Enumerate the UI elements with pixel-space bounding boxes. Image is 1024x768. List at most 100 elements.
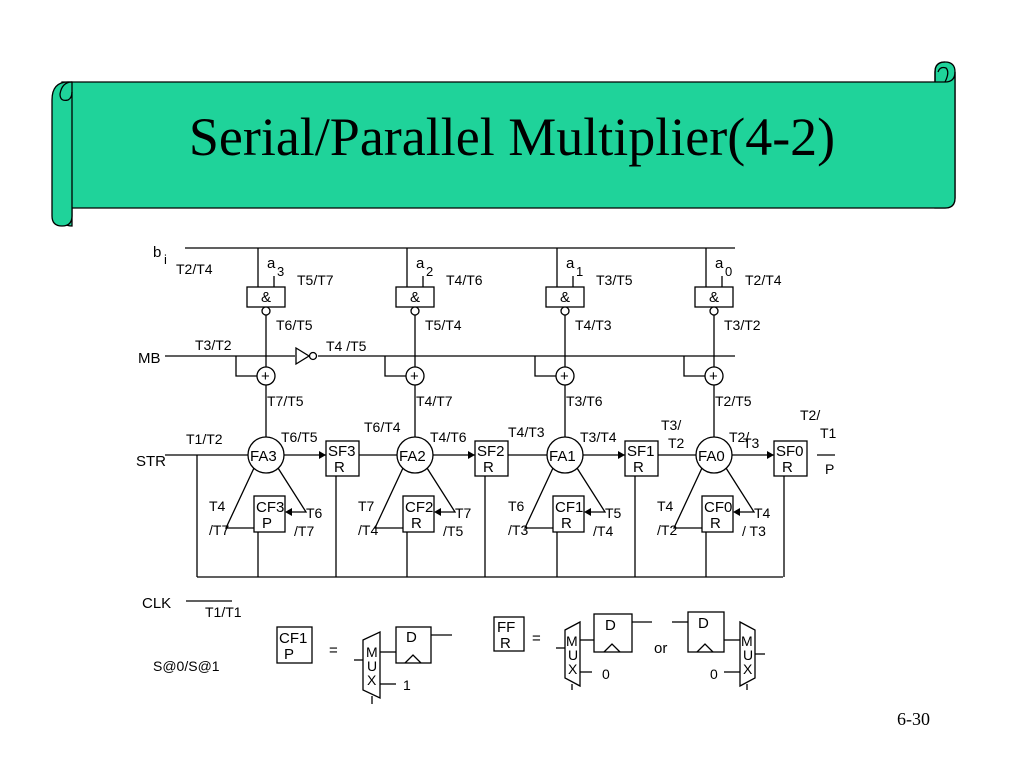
inverter-timing: T4 /T5 bbox=[326, 338, 367, 354]
and-timing: T4/T3 bbox=[575, 317, 612, 333]
and-gate-label: & bbox=[560, 289, 570, 306]
legend-zero-2: 0 bbox=[710, 666, 718, 682]
legend-ff-sub: R bbox=[500, 635, 511, 652]
clk-timing: T1/T1 bbox=[205, 604, 242, 620]
and-timing: T3/T2 bbox=[724, 317, 761, 333]
full-adder-label: FA1 bbox=[549, 448, 576, 465]
a-timing: T3/T5 bbox=[596, 272, 633, 288]
a-label: a bbox=[715, 255, 724, 272]
legend-d-3: D bbox=[698, 615, 709, 632]
sum-flipflop bbox=[325, 440, 360, 477]
sum-flipflop-sub: R bbox=[483, 459, 494, 476]
inverter-bubble bbox=[308, 351, 318, 361]
legend-mux-2 bbox=[564, 620, 581, 688]
carry-loop-right bbox=[725, 467, 756, 513]
mb-label: MB bbox=[138, 350, 161, 367]
sum-flipflop-label: SF0 bbox=[776, 443, 804, 460]
legend-mux-1-x: X bbox=[367, 672, 377, 688]
legend-mux-2-u: U bbox=[568, 647, 578, 663]
adder-timing: T4/T7 bbox=[416, 393, 453, 409]
bi-label-sub: i bbox=[164, 252, 167, 267]
legend-d-2-clock bbox=[603, 643, 621, 653]
legend-eq-2: = bbox=[532, 630, 541, 647]
and-gate-bubble bbox=[560, 306, 570, 316]
xor-symbol: + bbox=[261, 368, 270, 385]
xor-symbol: + bbox=[410, 368, 419, 385]
fa1-top-timing: T4/T3 bbox=[508, 424, 545, 440]
carry-loop-left bbox=[224, 467, 255, 529]
carry-flipflop-sub: R bbox=[561, 515, 572, 532]
legend-ff-label: FF bbox=[497, 619, 515, 636]
legend-mux-1 bbox=[362, 630, 381, 700]
scroll-right-curl bbox=[934, 61, 949, 83]
carry-arrow bbox=[434, 508, 441, 516]
output-p-label: P bbox=[825, 461, 834, 477]
sum-flipflop bbox=[773, 440, 808, 477]
scroll-left-roll bbox=[51, 81, 73, 227]
fa-input-timing: T4/T6 bbox=[430, 429, 467, 445]
carry-loop-left bbox=[672, 467, 703, 529]
carry-left-timing-1: T7 bbox=[358, 498, 375, 514]
sum-flipflop-sub: R bbox=[782, 459, 793, 476]
carry-arrow bbox=[285, 508, 292, 516]
a-label-sub: 0 bbox=[725, 264, 732, 279]
fa-to-sf-arrow bbox=[767, 451, 774, 459]
full-adder-label: FA3 bbox=[250, 448, 277, 465]
fa0-top-timing-1: T3/ bbox=[661, 417, 681, 433]
a-label-sub: 2 bbox=[426, 264, 433, 279]
str-timing: T1/T2 bbox=[186, 431, 223, 447]
carry-flipflop bbox=[402, 495, 435, 533]
and-gate-label: & bbox=[709, 289, 719, 306]
carry-right-timing-1: T4 bbox=[754, 505, 771, 521]
slide-title: Serial/Parallel Multiplier(4-2) bbox=[189, 107, 835, 167]
scroll-left-curl bbox=[59, 81, 73, 102]
carry-right-timing-2: /T5 bbox=[443, 523, 463, 539]
output-timing-1: T2/ bbox=[800, 407, 820, 423]
and-gate-label: & bbox=[410, 289, 420, 306]
legend-d-1-clock bbox=[404, 654, 422, 664]
a-timing: T4/T6 bbox=[446, 272, 483, 288]
carry-left-timing-2: /T2 bbox=[657, 522, 677, 538]
adder-timing: T7/T5 bbox=[267, 393, 304, 409]
carry-flipflop-sub: P bbox=[262, 515, 272, 532]
sum-flipflop-sub: R bbox=[633, 459, 644, 476]
legend-d-3-clock bbox=[696, 643, 714, 653]
carry-loop-right bbox=[426, 467, 457, 513]
sum-flipflop-label: SF3 bbox=[328, 443, 356, 460]
carry-right-timing-2: /T7 bbox=[294, 523, 314, 539]
full-adder-label: FA0 bbox=[698, 448, 725, 465]
carry-arrow bbox=[584, 508, 591, 516]
sum-flipflop bbox=[624, 440, 659, 477]
legend-cf1-sub: P bbox=[284, 646, 294, 663]
legend-d-flipflop-1 bbox=[395, 626, 432, 664]
and-timing: T6/T5 bbox=[276, 317, 313, 333]
full-adder-label: FA2 bbox=[399, 448, 426, 465]
legend-mux-3-u: U bbox=[743, 647, 753, 663]
clk-label: CLK bbox=[142, 595, 171, 612]
fa-to-sf-arrow bbox=[468, 451, 475, 459]
a-label: a bbox=[267, 255, 276, 272]
fa-input-timing: T2/ bbox=[729, 429, 749, 445]
a-label-sub: 3 bbox=[277, 264, 284, 279]
carry-loop-left bbox=[373, 467, 404, 529]
legend-mux-2-m: M bbox=[566, 633, 578, 649]
mb-tap-wire bbox=[534, 356, 556, 377]
a-timing: T2/T4 bbox=[745, 272, 782, 288]
bi-label: b bbox=[153, 244, 161, 261]
xor-symbol: + bbox=[709, 368, 718, 385]
legend-mux-3-x: X bbox=[743, 661, 753, 677]
legend-d-flipflop-2 bbox=[593, 613, 633, 653]
output-timing-2: T1 bbox=[820, 425, 837, 441]
title-scroll-banner: Serial/Parallel Multiplier(4-2) bbox=[51, 61, 956, 227]
bi-timing: T2/T4 bbox=[176, 261, 213, 277]
legend-mux-3 bbox=[739, 620, 756, 688]
legend-cf1-label: CF1 bbox=[279, 630, 307, 647]
inverter-triangle bbox=[295, 346, 311, 366]
and-gate-bubble bbox=[410, 306, 420, 316]
carry-left-timing-1: T4 bbox=[657, 498, 674, 514]
fa-input-timing: T3/T4 bbox=[580, 429, 617, 445]
and-timing: T5/T4 bbox=[425, 317, 462, 333]
